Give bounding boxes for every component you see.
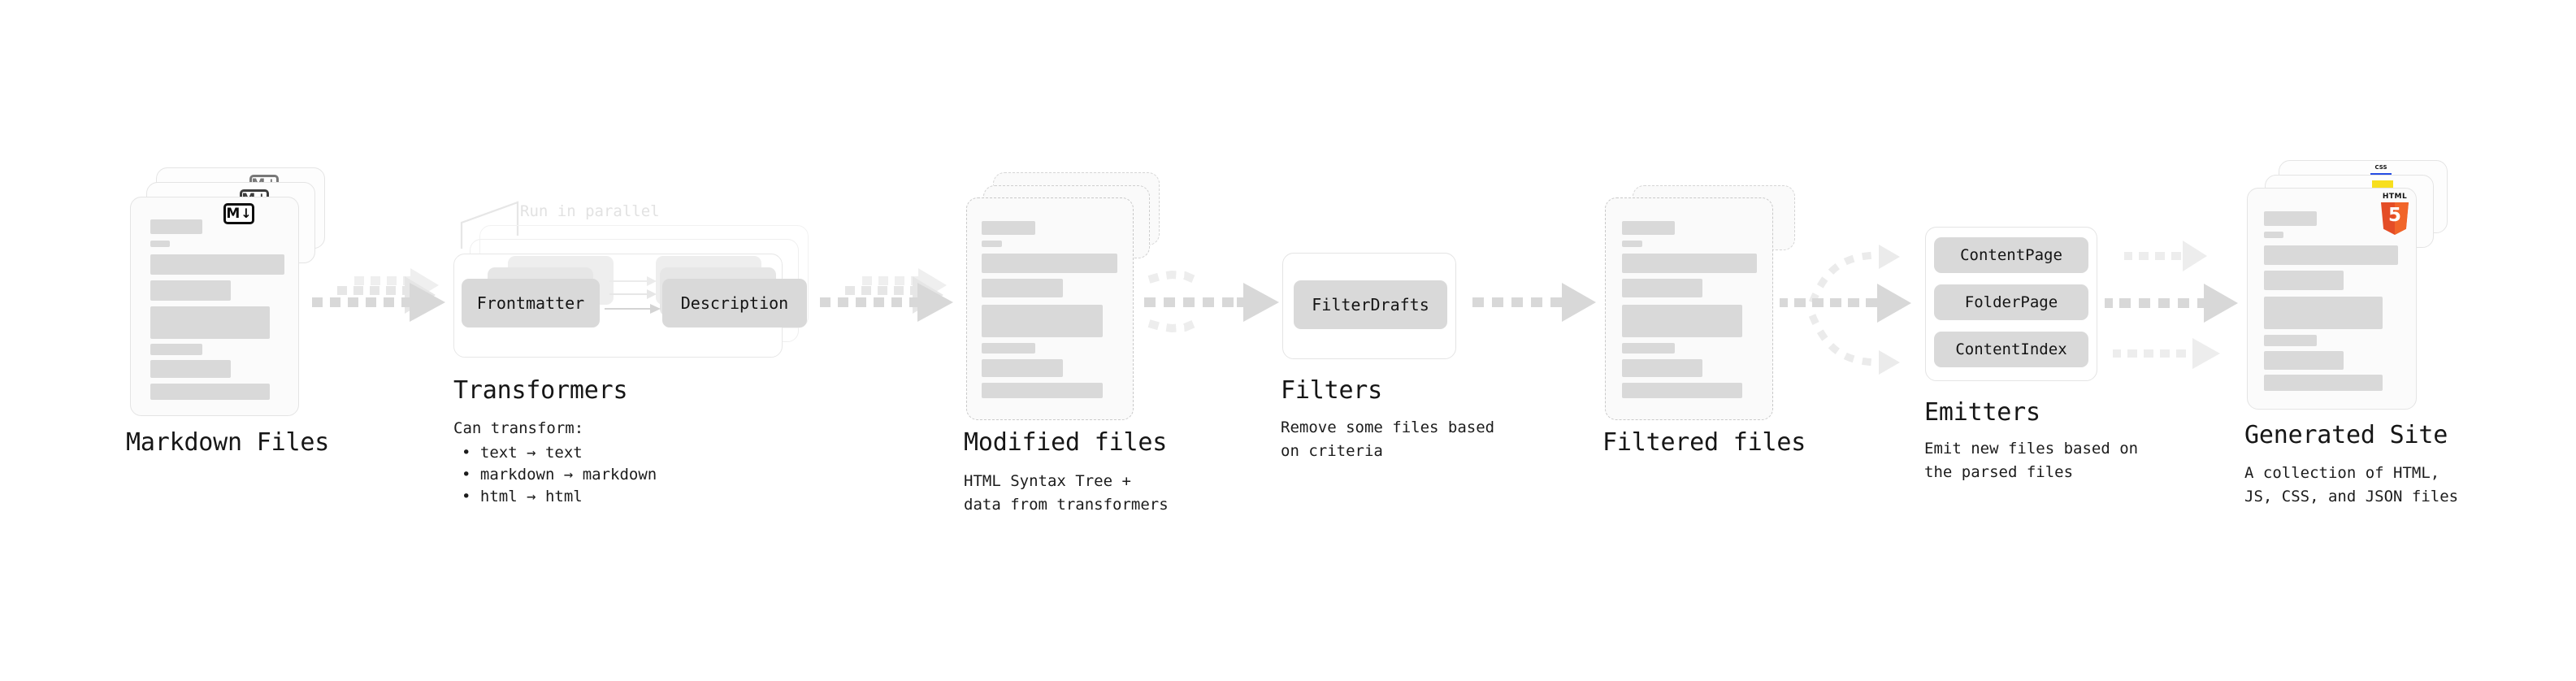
run-in-parallel-bracket [460, 201, 519, 249]
transformer-pill-frontmatter[interactable]: Frontmatter [462, 279, 600, 327]
html5-badge-word: HTML [2382, 193, 2408, 201]
skeleton-bar [1622, 305, 1742, 337]
skeleton-bar [2264, 211, 2317, 226]
filters-pill-filterdrafts-label: FilterDrafts [1312, 295, 1429, 314]
css-badge-label: CSS [2374, 164, 2387, 171]
markdown-file-front [130, 197, 299, 416]
skeleton-bar [1622, 241, 1642, 247]
skeleton-bar [982, 305, 1103, 337]
skeleton-bar [982, 254, 1117, 273]
emitters-pill-contentpage[interactable]: ContentPage [1934, 237, 2088, 273]
markdown-badge-letter: M [226, 205, 241, 222]
skeleton-bar [150, 219, 202, 234]
skeleton-bar [150, 384, 270, 400]
transformer-pill-description-label: Description [680, 293, 789, 313]
modified-file-front [966, 197, 1134, 420]
stage-title-modified-files: Modified files [964, 428, 1168, 457]
skeleton-bar [150, 306, 270, 339]
stage-desc-transformers: Can transform: [453, 419, 584, 437]
stage-title-markdown-files: Markdown Files [126, 428, 330, 457]
skeleton-bar [150, 241, 170, 247]
stage-desc-generated-site: A collection of HTML, JS, CSS, and JSON … [2244, 464, 2459, 505]
stage-bullet-transformers-2: • html → html [462, 488, 583, 505]
stage-title-generated-site: Generated Site [2244, 421, 2448, 449]
markdown-badge: M↓ [223, 203, 254, 224]
emitters-pill-folderpage[interactable]: FolderPage [1934, 284, 2088, 320]
arrow-filters-to-filtered [1472, 283, 1596, 322]
skeleton-bar [2264, 351, 2344, 370]
skeleton-bar [150, 280, 231, 301]
stage-bullet-transformers-0: • text → text [462, 444, 583, 462]
skeleton-bar [2264, 271, 2344, 290]
skeleton-bar [2264, 245, 2398, 265]
run-in-parallel-label: Run in parallel [520, 202, 660, 220]
skeleton-bar [2264, 297, 2383, 329]
arrow-filtered-to-emitters [1780, 245, 1911, 375]
arrow-markdown-to-transformers [312, 268, 445, 322]
skeleton-bar [1622, 343, 1675, 354]
emitters-pill-contentpage-label: ContentPage [1960, 246, 2062, 264]
transformer-internal-arrows [605, 276, 661, 314]
skeleton-bar [1622, 254, 1757, 273]
skeleton-bar [982, 241, 1002, 247]
emitters-pill-folderpage-label: FolderPage [1964, 293, 2058, 311]
arrow-modified-to-filters [1144, 270, 1279, 333]
html5-badge-shield [2381, 202, 2409, 235]
emitters-pill-contentindex[interactable]: ContentIndex [1934, 332, 2088, 367]
html5-badge: HTML 5 [2381, 193, 2409, 236]
site-file-front [2247, 188, 2417, 410]
stage-desc-filters: Remove some files based on criteria [1281, 419, 1495, 460]
skeleton-bar [150, 254, 284, 275]
stage-desc-emitters: Emit new files based on the parsed files [1924, 440, 2139, 481]
skeleton-bar [150, 344, 202, 355]
stage-title-emitters: Emitters [1924, 398, 2040, 427]
skeleton-bar [2264, 335, 2317, 346]
skeleton-bar [982, 343, 1035, 354]
skeleton-bar [982, 221, 1035, 235]
stage-title-transformers: Transformers [453, 376, 628, 405]
filtered-file-front [1605, 197, 1773, 420]
transformer-pill-description[interactable]: Description [662, 279, 807, 327]
filters-pill-filterdrafts[interactable]: FilterDrafts [1294, 280, 1447, 329]
stage-title-filters: Filters [1281, 376, 1383, 405]
html5-badge-number: 5 [2387, 205, 2401, 226]
skeleton-bar [1622, 359, 1702, 377]
skeleton-bar [2264, 375, 2383, 391]
skeleton-bar [1622, 279, 1702, 297]
skeleton-bar [982, 359, 1063, 377]
transformer-pill-frontmatter-label: Frontmatter [476, 293, 585, 313]
skeleton-bar [982, 279, 1063, 297]
arrow-transformers-to-modified [820, 268, 953, 322]
skeleton-bar [1622, 383, 1742, 398]
stage-title-filtered-files: Filtered files [1602, 428, 1806, 457]
arrow-emitters-to-site [2105, 241, 2238, 369]
skeleton-bar [1622, 221, 1675, 235]
stage-desc-modified-files: HTML Syntax Tree + data from transformer… [964, 472, 1169, 514]
stage-bullet-transformers-1: • markdown → markdown [462, 466, 657, 484]
skeleton-bar [2264, 232, 2283, 238]
skeleton-bar [982, 383, 1103, 398]
skeleton-bar [150, 360, 231, 378]
markdown-badge-arrow-glyph: ↓ [241, 206, 252, 221]
emitters-pill-contentindex-label: ContentIndex [1955, 340, 2067, 358]
